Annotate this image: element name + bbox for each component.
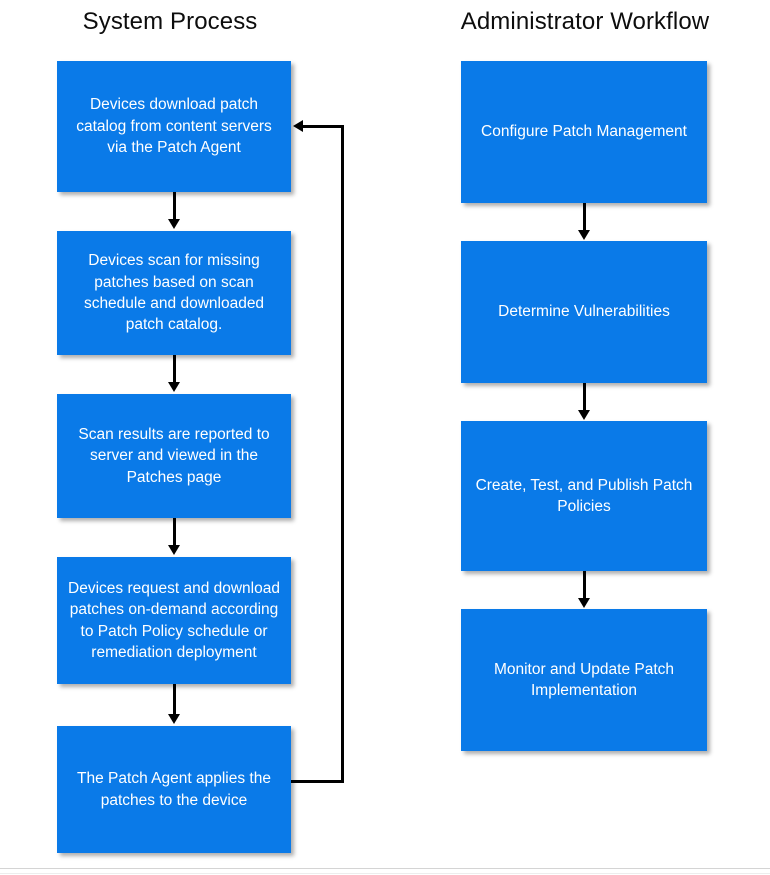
node-label: Devices download patch catalog from cont… [76,96,272,157]
node-patch-agent-applies-patches[interactable]: The Patch Agent applies the patches to t… [57,726,291,853]
node-devices-scan-missing-patches[interactable]: Devices scan for missing patches based o… [57,231,291,355]
connector-sp4-sp5 [173,684,176,717]
node-configure-patch-management[interactable]: Configure Patch Management [461,61,707,203]
node-determine-vulnerabilities[interactable]: Determine Vulnerabilities [461,241,707,383]
node-devices-request-download-patches[interactable]: Devices request and download patches on-… [57,557,291,684]
connector-aw3-aw4-arrowhead [578,598,590,608]
connector-sp2-sp3-arrowhead [168,382,180,392]
connector-aw1-aw2 [583,203,586,233]
connector-aw3-aw4 [583,571,586,601]
node-devices-download-patch-catalog[interactable]: Devices download patch catalog from cont… [57,61,291,192]
connector-sp1-sp2-arrowhead [168,219,180,229]
node-label: Scan results are reported to server and … [78,425,270,486]
connector-sp3-sp4 [173,518,176,548]
node-monitor-update-patch-implementation[interactable]: Monitor and Update Patch Implementation [461,609,707,751]
column-title-administrator-workflow: Administrator Workflow [460,8,710,35]
node-label: Devices scan for missing patches based o… [83,252,265,334]
feedback-loop-bottom-segment [291,780,344,783]
column-title-system-process: System Process [82,8,258,35]
node-label: Monitor and Update Patch Implementation [493,660,675,699]
connector-sp3-sp4-arrowhead [168,545,180,555]
connector-aw2-aw3-arrowhead [578,410,590,420]
feedback-loop-top-segment [303,125,344,128]
node-label: The Patch Agent applies the patches to t… [77,770,271,809]
node-create-test-publish-patch-policies[interactable]: Create, Test, and Publish Patch Policies [461,421,707,571]
connector-sp2-sp3 [173,355,176,385]
connector-aw2-aw3 [583,383,586,413]
node-scan-results-reported[interactable]: Scan results are reported to server and … [57,394,291,518]
node-label: Devices request and download patches on-… [68,579,280,661]
node-label: Configure Patch Management [481,123,687,141]
node-label: Create, Test, and Publish Patch Policies [475,476,693,515]
connector-aw1-aw2-arrowhead [578,230,590,240]
node-label: Determine Vulnerabilities [498,303,670,321]
feedback-loop-arrowhead [293,120,303,132]
feedback-loop-right-segment [341,125,344,783]
page-divider-secondary [0,873,770,874]
connector-sp1-sp2 [173,192,176,222]
connector-sp4-sp5-arrowhead [168,714,180,724]
page-divider [0,868,770,869]
